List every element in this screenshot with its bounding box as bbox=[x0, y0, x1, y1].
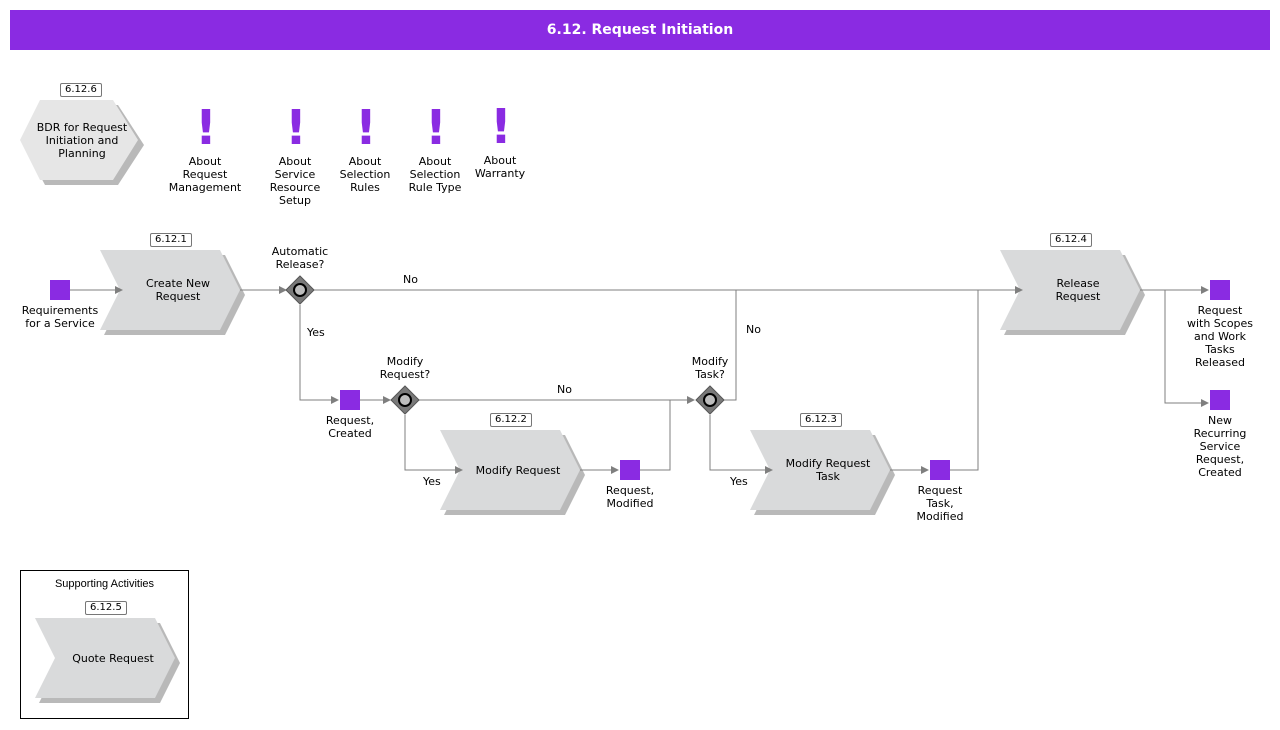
flow-label-auto-yes: Yes bbox=[307, 326, 325, 339]
gateway-modify-request bbox=[390, 385, 420, 415]
gateway-modify-request-label: Modify Request? bbox=[379, 355, 431, 381]
data-object-requirements[interactable] bbox=[50, 280, 70, 300]
release-request-label[interactable]: Release Request bbox=[1055, 277, 1101, 303]
gateway-automatic-release-label: Automatic Release? bbox=[271, 245, 329, 271]
exclamation-icon[interactable]: ! bbox=[425, 100, 447, 156]
create-new-request-ref: 6.12.1 bbox=[150, 233, 192, 247]
flow-label-modreq-yes: Yes bbox=[423, 475, 441, 488]
about-selection-rules-label[interactable]: About Selection Rules bbox=[339, 155, 391, 194]
about-warranty-label[interactable]: About Warranty bbox=[474, 154, 526, 180]
data-object-request-task-modified[interactable] bbox=[930, 460, 950, 480]
flow-label-modtask-no: No bbox=[746, 323, 761, 336]
bdr-ref-badge: 6.12.6 bbox=[60, 83, 102, 97]
request-modified-label: Request, Modified bbox=[605, 484, 655, 510]
gateway-modify-task-label: Modify Task? bbox=[691, 355, 729, 381]
quote-request-label[interactable]: Quote Request bbox=[72, 652, 154, 665]
request-released-label: Request with Scopes and Work Tasks Relea… bbox=[1186, 304, 1254, 369]
bdr-label[interactable]: BDR for Request Initiation and Planning bbox=[36, 121, 128, 160]
flow-label-auto-no: No bbox=[403, 273, 418, 286]
activity-modify-request[interactable] bbox=[440, 430, 585, 515]
about-selection-rule-type-label[interactable]: About Selection Rule Type bbox=[408, 155, 462, 194]
supporting-activities-title: Supporting Activities bbox=[54, 578, 155, 590]
modify-request-task-ref: 6.12.3 bbox=[800, 413, 842, 427]
exclamation-icon[interactable]: ! bbox=[355, 100, 377, 156]
page-title: 6.12. Request Initiation bbox=[10, 10, 1270, 50]
request-created-label: Request, Created bbox=[325, 414, 375, 440]
create-new-request-label[interactable]: Create New Request bbox=[145, 277, 211, 303]
requirements-label: Requirements for a Service bbox=[21, 304, 99, 330]
flow-label-modtask-yes: Yes bbox=[730, 475, 748, 488]
activity-modify-request-task[interactable] bbox=[750, 430, 895, 515]
data-object-request-modified[interactable] bbox=[620, 460, 640, 480]
sequence-flows bbox=[70, 286, 1209, 474]
data-object-request-released[interactable] bbox=[1210, 280, 1230, 300]
activity-create-new-request[interactable] bbox=[100, 250, 245, 335]
about-request-management-label[interactable]: About Request Management bbox=[168, 155, 242, 194]
exclamation-icon[interactable]: ! bbox=[490, 99, 512, 155]
data-object-request-created[interactable] bbox=[340, 390, 360, 410]
quote-request-ref: 6.12.5 bbox=[85, 601, 127, 615]
release-request-ref: 6.12.4 bbox=[1050, 233, 1092, 247]
activity-quote-request[interactable] bbox=[35, 618, 180, 703]
exclamation-icon[interactable]: ! bbox=[285, 100, 307, 156]
gateway-modify-task bbox=[695, 385, 725, 415]
exclamation-icon[interactable]: ! bbox=[195, 100, 217, 156]
modify-request-task-label[interactable]: Modify Request Task bbox=[785, 457, 871, 483]
about-service-resource-setup-label[interactable]: About Service Resource Setup bbox=[269, 155, 321, 207]
gateway-automatic-release bbox=[285, 275, 315, 305]
recurring-created-label: New Recurring Service Request, Created bbox=[1193, 414, 1247, 479]
request-task-modified-label: Request Task, Modified bbox=[916, 484, 964, 523]
flow-label-modreq-no: No bbox=[557, 383, 572, 396]
modify-request-ref: 6.12.2 bbox=[490, 413, 532, 427]
bdr-hexagon[interactable] bbox=[20, 100, 144, 185]
data-object-recurring-created[interactable] bbox=[1210, 390, 1230, 410]
supporting-activities-box bbox=[20, 570, 189, 719]
activity-release-request[interactable] bbox=[1000, 250, 1145, 335]
modify-request-label[interactable]: Modify Request bbox=[475, 464, 561, 477]
